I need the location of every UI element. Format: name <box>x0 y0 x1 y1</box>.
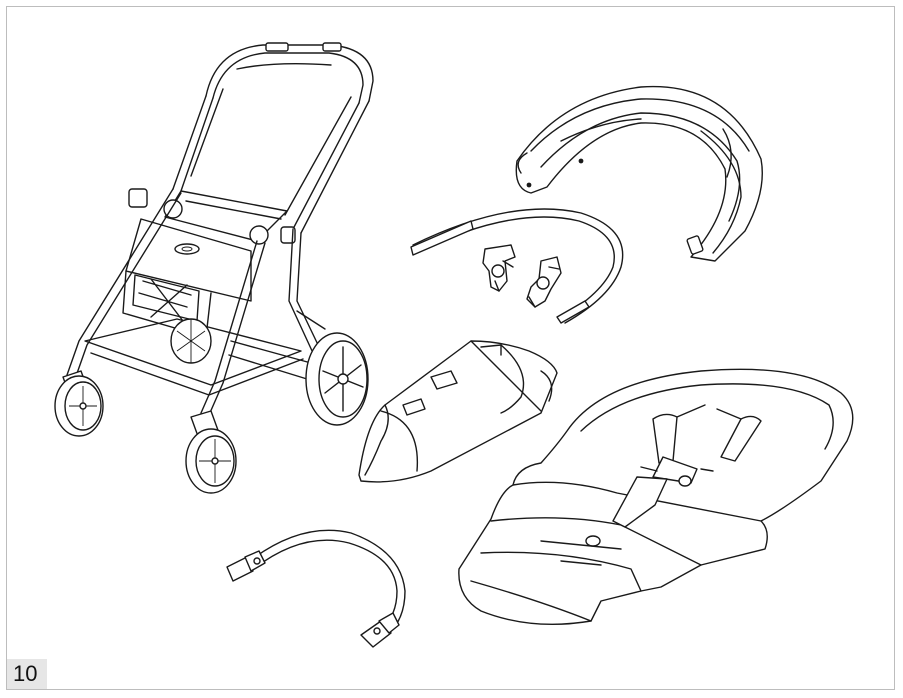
canopy-clips-icon <box>482 244 562 308</box>
footmuff-icon <box>358 340 558 483</box>
canopy-wire-icon <box>410 208 624 324</box>
parts-illustration <box>54 42 854 648</box>
stroller-frame-icon <box>54 42 374 494</box>
seat-cover-icon <box>458 368 854 626</box>
bumper-bar-icon <box>226 529 406 648</box>
step-number: 10 <box>7 659 47 689</box>
illustration-frame: 10 <box>6 6 895 690</box>
canopy-icon <box>515 85 763 262</box>
